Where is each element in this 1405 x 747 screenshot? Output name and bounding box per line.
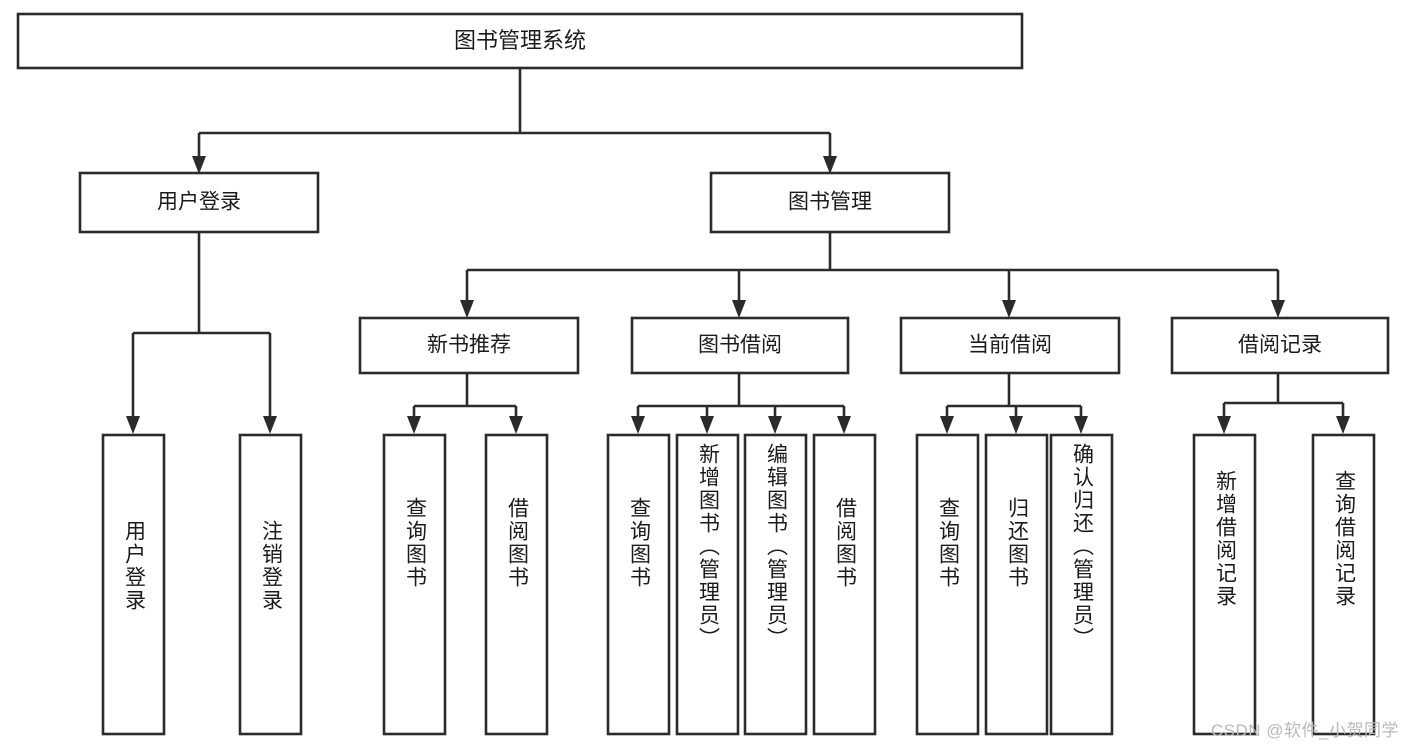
node-new-book-recommend[interactable] [358,316,580,375]
arrow-login-leaf-2-icon [263,416,277,434]
arrow-record-l1-icon [1217,416,1231,434]
arrow-borrow-l2-icon [700,416,714,434]
node-root[interactable] [16,12,1024,70]
arrow-current-l2-icon [1009,416,1023,434]
node-book-management[interactable] [709,171,951,234]
node-new-book-recommend-label: 新书推荐 [427,334,511,357]
leaf-user-login-1[interactable] [101,433,166,736]
nodes-layer: 图书管理系统 用户登录 图书管理 新书推荐 图书借阅 当前借阅 借阅记录 [16,12,1390,736]
arrow-newbook-l1-icon [407,416,421,434]
node-book-borrow-label: 图书借阅 [698,334,782,357]
arrow-bookmgmt-c1-icon [460,300,474,318]
arrow-login-leaf-1-icon [126,416,140,434]
watermark: CSDN @软件_小贺同学 [1210,721,1399,740]
arrow-root-to-login-icon [192,156,206,174]
arrow-current-l1-icon [940,416,954,434]
arrow-bookmgmt-c4-icon [1271,300,1285,318]
arrow-borrow-l1-icon [631,416,645,434]
leaf-new-book-2[interactable] [484,433,549,736]
arrow-current-l3-icon [1074,416,1088,434]
arrow-borrow-l3-icon [768,416,782,434]
leaf-borrow-record-1[interactable] [1192,433,1257,736]
leaf-book-borrow-1[interactable] [606,433,671,736]
node-user-login-label: 用户登录 [157,191,241,214]
leaf-book-borrow-4[interactable] [812,433,877,736]
node-current-borrow-label: 当前借阅 [968,334,1052,357]
node-book-management-label: 图书管理 [788,191,872,214]
arrow-root-to-bookmgmt-icon [823,156,837,174]
leaf-user-login-2[interactable] [238,433,303,736]
leaf-current-borrow-1[interactable] [915,433,980,736]
leaf-borrow-record-2[interactable] [1311,433,1376,736]
leaf-book-borrow-2[interactable] [675,433,740,736]
node-book-borrow[interactable] [630,316,850,375]
node-root-label: 图书管理系统 [454,28,586,53]
arrow-borrow-l4-icon [837,416,851,434]
leaf-book-borrow-3[interactable] [743,433,808,736]
node-borrow-record-label: 借阅记录 [1238,334,1322,357]
node-user-login[interactable] [78,171,320,234]
arrow-newbook-l2-icon [509,416,523,434]
arrow-record-l2-icon [1336,416,1350,434]
arrow-bookmgmt-c2-icon [732,300,746,318]
leaf-new-book-1[interactable] [382,433,447,736]
leaf-current-borrow-2[interactable] [984,433,1049,736]
leaf-current-borrow-3[interactable] [1049,433,1114,736]
node-current-borrow[interactable] [899,316,1121,375]
arrow-bookmgmt-c3-icon [1002,300,1016,318]
edges-layer [126,68,1350,434]
node-borrow-record[interactable] [1170,316,1390,375]
